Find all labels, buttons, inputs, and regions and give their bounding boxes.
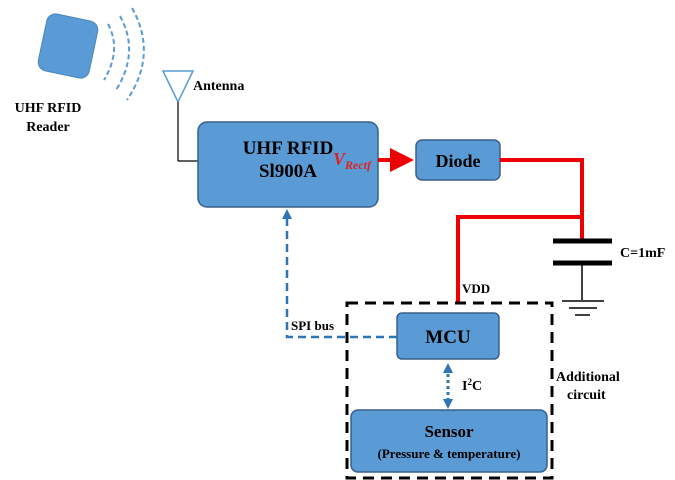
i2c-label: I2C <box>462 377 482 394</box>
i2c-label-post: C <box>472 379 482 394</box>
mcu-label: MCU <box>425 327 471 348</box>
sensor-label-line1: Sensor <box>424 422 474 441</box>
ground-icon <box>562 300 604 316</box>
vdd-label: VDD <box>462 281 490 296</box>
antenna-icon <box>161 70 198 162</box>
sensor-box <box>350 409 548 473</box>
v-rectf-label: VRectf <box>333 149 372 172</box>
reader-label-line2: Reader <box>26 120 70 135</box>
additional-circuit-label-line2: circuit <box>567 388 606 403</box>
spi-bus-line <box>282 209 397 339</box>
antenna-label: Antenna <box>193 79 244 94</box>
sensor-label-line2: (Pressure & temperature) <box>378 446 521 461</box>
v-rectf-main: V <box>333 149 347 169</box>
rfid-chip-label-line1: UHF RFID <box>243 138 334 159</box>
additional-circuit-label-line1: Additional <box>556 370 620 385</box>
v-rectf-sub: Rectf <box>344 158 372 172</box>
i2c-label-sup: 2 <box>467 377 472 387</box>
additional-circuit-boundary <box>345 301 554 480</box>
i2c-label-pre: I <box>462 379 467 394</box>
rfid-chip-label-line2: Sl900A <box>259 161 317 182</box>
diode-label: Diode <box>436 151 481 171</box>
reader-label-line1: UHF RFID <box>15 101 82 116</box>
spi-bus-label: SPI bus <box>291 318 334 333</box>
capacitor-symbol <box>553 238 612 300</box>
rfid-reader-icon <box>37 7 145 101</box>
capacitor-label: C=1mF <box>620 246 665 261</box>
rfid-chip-box <box>197 121 379 208</box>
diode-to-capacitor-wire <box>500 158 584 241</box>
capacitor-to-vdd-wire <box>456 215 582 303</box>
